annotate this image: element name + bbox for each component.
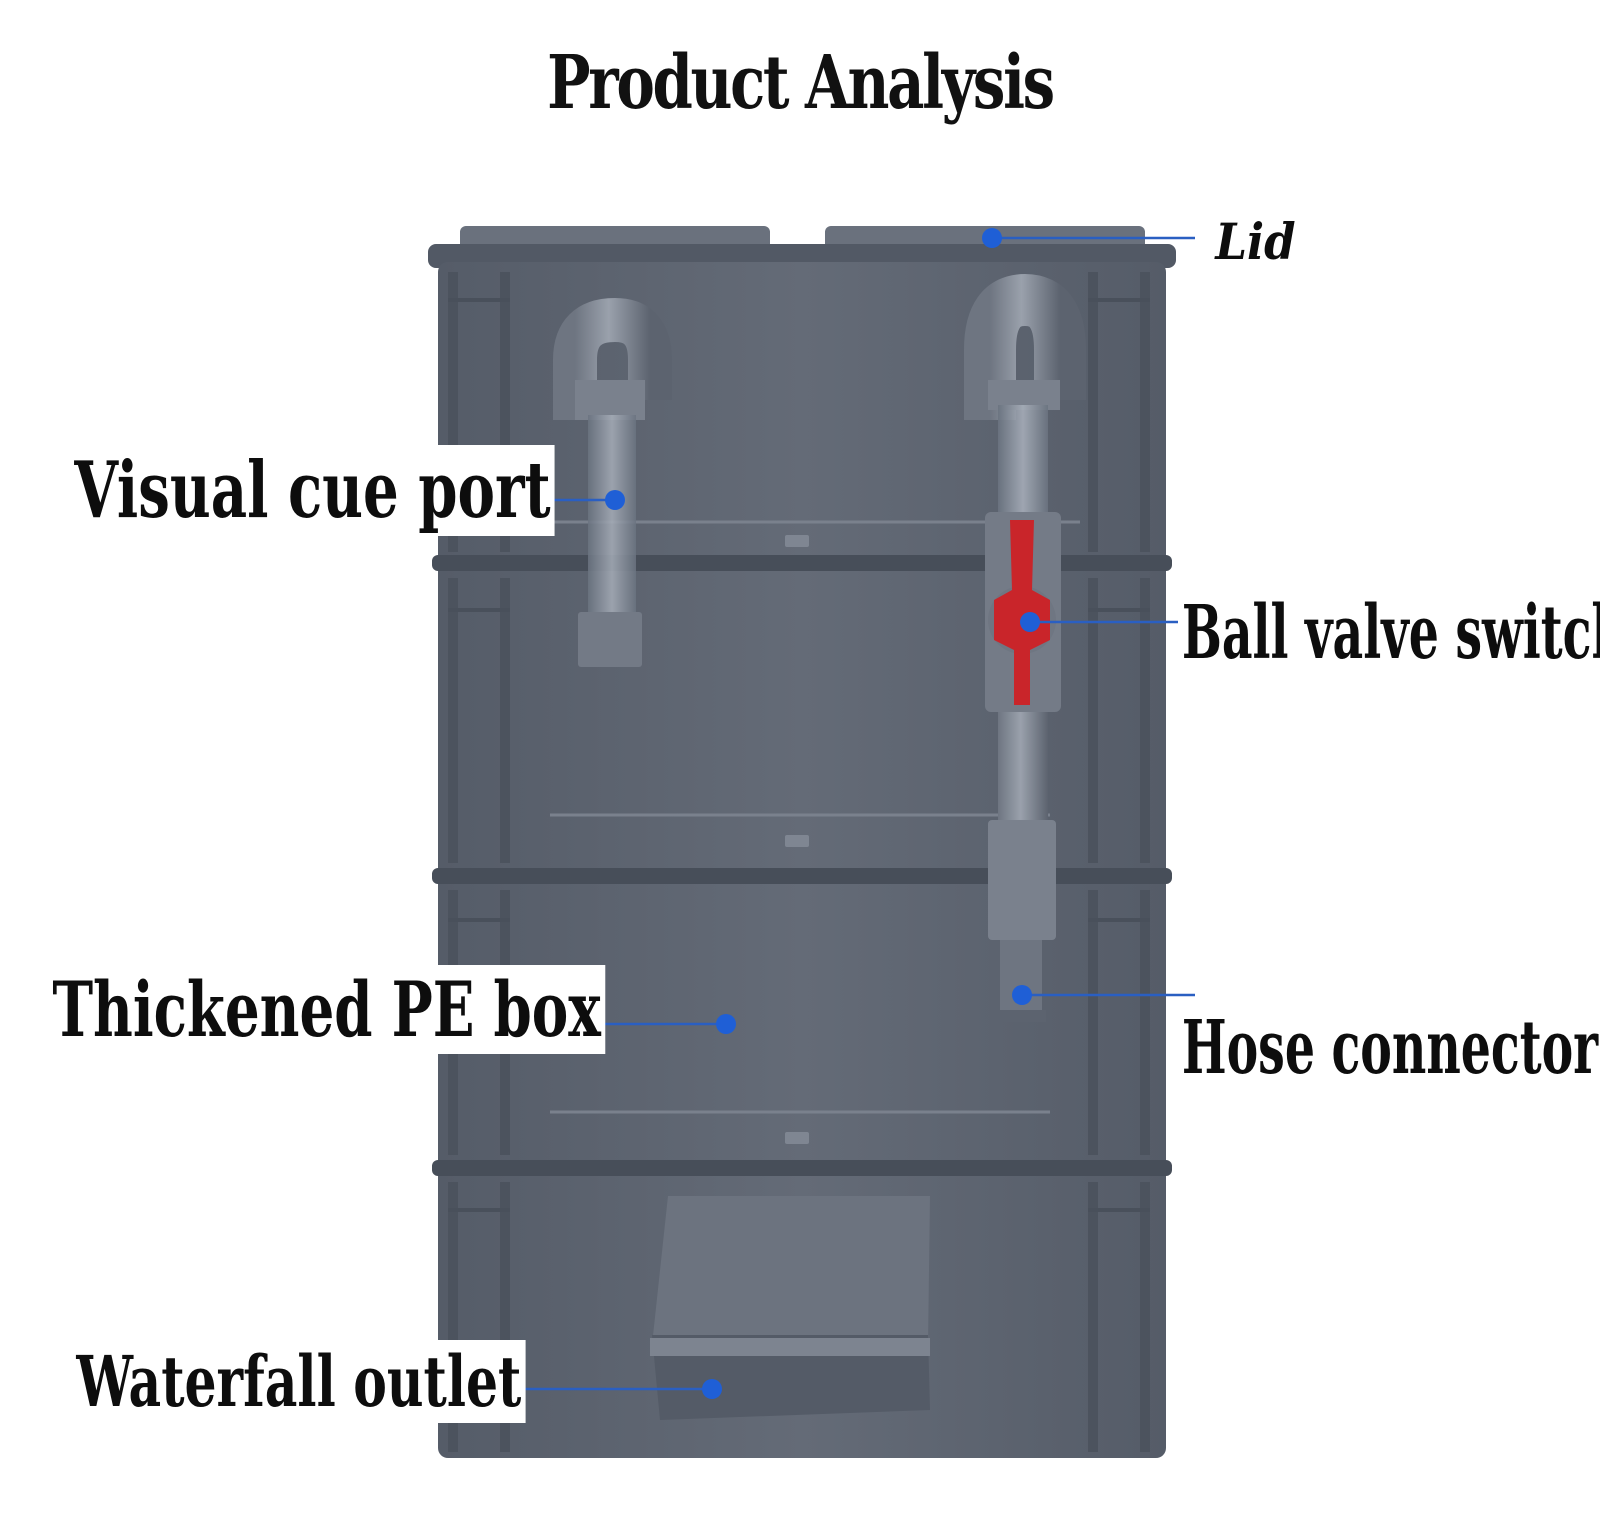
callout-markers: [605, 228, 1040, 1399]
lid-marker: [982, 228, 1002, 248]
waterfall-outlet: [650, 1196, 930, 1420]
label-ball-valve-switch: Ball valve switch: [1178, 590, 1600, 676]
hose-connector: [996, 940, 1046, 1022]
label-visual-cue-port: Visual cue port: [70, 445, 555, 536]
label-waterfall-outlet: Waterfall outlet: [72, 1340, 526, 1423]
hose-connector-marker: [1012, 985, 1032, 1005]
label-hose-connector: Hose connector: [1178, 1005, 1600, 1091]
pe-box-marker: [716, 1014, 736, 1034]
page-title: Product Analysis: [547, 40, 1055, 126]
visual-cue-port-marker: [605, 490, 625, 510]
visual-cue-port: [553, 297, 672, 667]
label-thickened-pe-box: Thickened PE box: [48, 965, 606, 1054]
label-lid: Lid: [1215, 212, 1296, 271]
ball-valve-marker: [1020, 612, 1040, 632]
waterfall-outlet-marker: [702, 1379, 722, 1399]
lid: [428, 226, 1176, 268]
